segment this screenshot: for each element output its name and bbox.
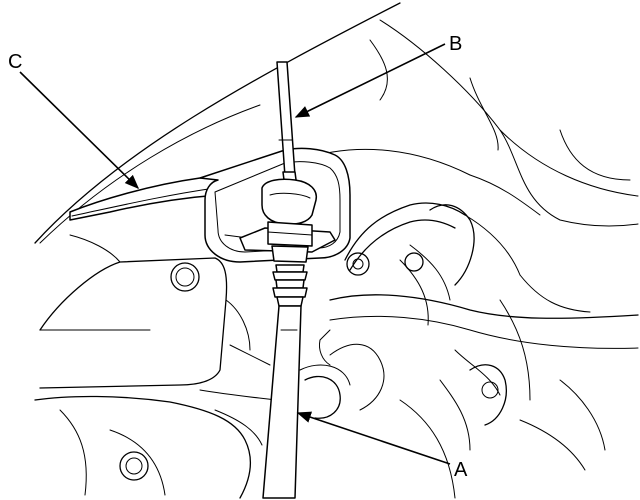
leader-a — [296, 411, 451, 465]
cable-clamp — [239, 178, 336, 263]
cable-a — [262, 264, 308, 499]
callout-b: B — [449, 33, 462, 55]
callout-c: C — [8, 51, 22, 73]
leader-b — [294, 43, 446, 118]
leader-lines — [19, 43, 451, 465]
body-panel — [34, 2, 639, 244]
engine-compartment — [34, 202, 639, 499]
callout-a: A — [454, 459, 468, 481]
leader-c — [19, 71, 140, 190]
